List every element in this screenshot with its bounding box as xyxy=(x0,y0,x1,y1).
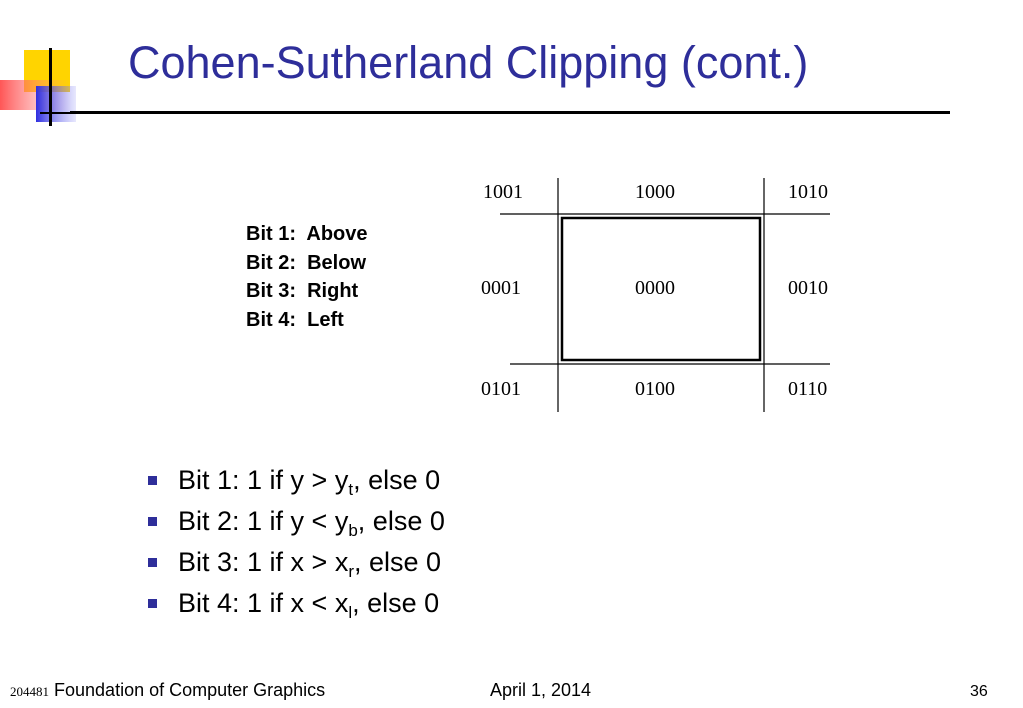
bullet-subscript: l xyxy=(348,603,353,622)
bit-legend-item: Bit 4: Left xyxy=(246,308,344,331)
region-code-top-right: 1010 xyxy=(788,181,828,203)
bullet-marker-icon xyxy=(148,517,157,526)
bullet-subscript: r xyxy=(348,562,354,581)
bullet-marker-icon xyxy=(148,558,157,567)
footer-date: April 1, 2014 xyxy=(490,680,592,700)
bullet-text-tail: , else 0 xyxy=(353,465,441,495)
bullet-text-tail: , else 0 xyxy=(357,506,445,536)
region-code-top-center: 1000 xyxy=(635,181,675,203)
list-item: Bit 3: 1 if x > xr, else 0 xyxy=(148,542,445,583)
region-code-diagram xyxy=(500,178,830,412)
bit-legend-item: Bit 2: Below xyxy=(246,251,367,274)
bit-legend-item: Bit 1: Above xyxy=(246,223,368,245)
bullet-text: Bit 2: 1 if y < y xyxy=(178,506,349,536)
slide-title: Cohen-Sutherland Clipping (cont.) xyxy=(128,37,809,88)
list-item: Bit 4: 1 if x < xl, else 0 xyxy=(148,583,445,624)
clip-window xyxy=(560,216,762,362)
footer-course: 204481 Foundation of Computer Graphics xyxy=(10,680,325,701)
bullet-marker-icon xyxy=(148,599,157,608)
bullet-text: Bit 1: 1 if y > y xyxy=(178,465,349,495)
region-code-top-left: 1001 xyxy=(483,181,523,203)
footer-course-code: 204481 xyxy=(10,684,49,699)
title-underline xyxy=(70,111,950,114)
bit-legend: Bit 1: Above Bit 2: Below Bit 3: Right B… xyxy=(246,220,368,334)
corner-decoration xyxy=(0,48,90,126)
bullet-text-tail: , else 0 xyxy=(352,588,440,618)
list-item: Bit 2: 1 if y < yb, else 0 xyxy=(148,501,445,542)
bullet-text-tail: , else 0 xyxy=(354,547,442,577)
bullet-list: Bit 1: 1 if y > yt, else 0 Bit 2: 1 if y… xyxy=(148,460,445,624)
bullet-text: Bit 4: 1 if x < x xyxy=(178,588,349,618)
region-code-bottom-left: 0101 xyxy=(481,378,521,400)
bullet-subscript: t xyxy=(348,480,354,499)
bullet-subscript: b xyxy=(348,521,358,540)
deco-horizontal-stub xyxy=(40,112,90,114)
footer-course-name: Foundation of Computer Graphics xyxy=(54,680,326,700)
list-item: Bit 1: 1 if y > yt, else 0 xyxy=(148,460,445,501)
region-code-bottom-center: 0100 xyxy=(635,378,675,400)
region-code-middle-left: 0001 xyxy=(481,277,521,299)
region-code-middle-right: 0010 xyxy=(788,277,828,299)
bit-legend-item: Bit 3: Right xyxy=(246,280,359,302)
footer-page-number: 36 xyxy=(970,683,988,700)
region-code-middle-center: 0000 xyxy=(635,277,675,299)
deco-vertical-line xyxy=(49,48,52,126)
region-code-bottom-right: 0110 xyxy=(788,378,828,400)
bullet-text: Bit 3: 1 if x > x xyxy=(178,547,349,577)
deco-blue-square xyxy=(36,86,76,122)
bullet-marker-icon xyxy=(148,476,157,485)
